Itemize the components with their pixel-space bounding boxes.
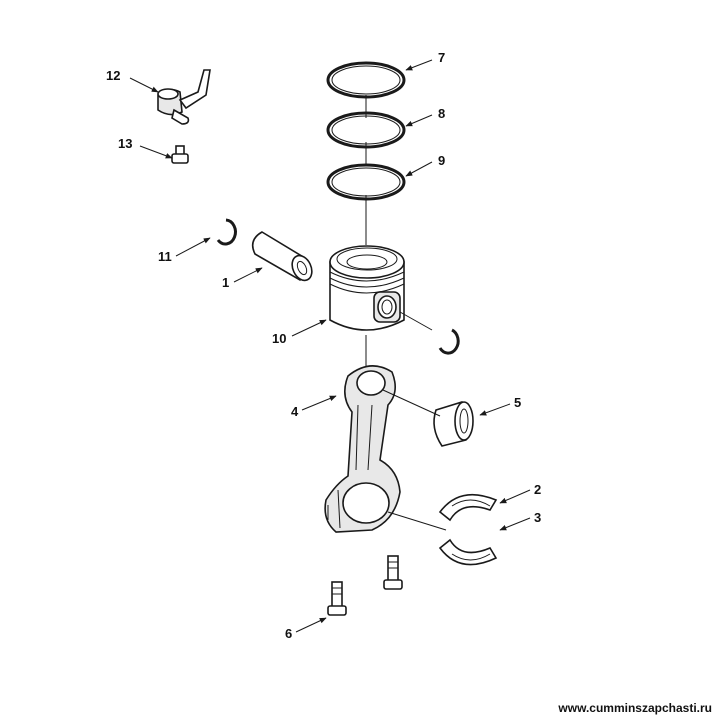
label-11: 11	[158, 249, 172, 264]
watermark-text: www.cumminszapchasti.ru	[557, 701, 712, 715]
label-10: 10	[272, 331, 286, 346]
label-13: 13	[118, 136, 132, 151]
piston	[329, 245, 405, 331]
bearing-shell-lower	[387, 511, 498, 566]
label-5: 5	[514, 395, 521, 410]
rod-bolt-left	[327, 581, 347, 616]
leaders	[129, 59, 531, 633]
piston-ring-9	[326, 163, 406, 201]
rod-bushing	[382, 389, 474, 447]
label-8: 8	[438, 106, 445, 121]
piston-ring-8	[326, 111, 406, 149]
rod-bolt-right	[383, 555, 403, 590]
nozzle-bolt	[171, 145, 189, 164]
connecting-rod	[324, 365, 401, 533]
snap-ring-right	[399, 311, 460, 355]
cooling-nozzle	[157, 69, 211, 125]
label-7: 7	[438, 50, 445, 65]
snap-ring-left	[216, 218, 237, 246]
label-3: 3	[534, 510, 541, 525]
piston-ring-7	[326, 61, 406, 99]
label-2: 2	[534, 482, 541, 497]
label-6: 6	[285, 626, 292, 641]
label-12: 12	[106, 68, 120, 83]
label-9: 9	[438, 153, 445, 168]
label-4: 4	[291, 404, 299, 419]
label-1: 1	[222, 275, 229, 290]
piston-pin	[251, 231, 313, 282]
bearing-shell-upper	[438, 493, 498, 522]
